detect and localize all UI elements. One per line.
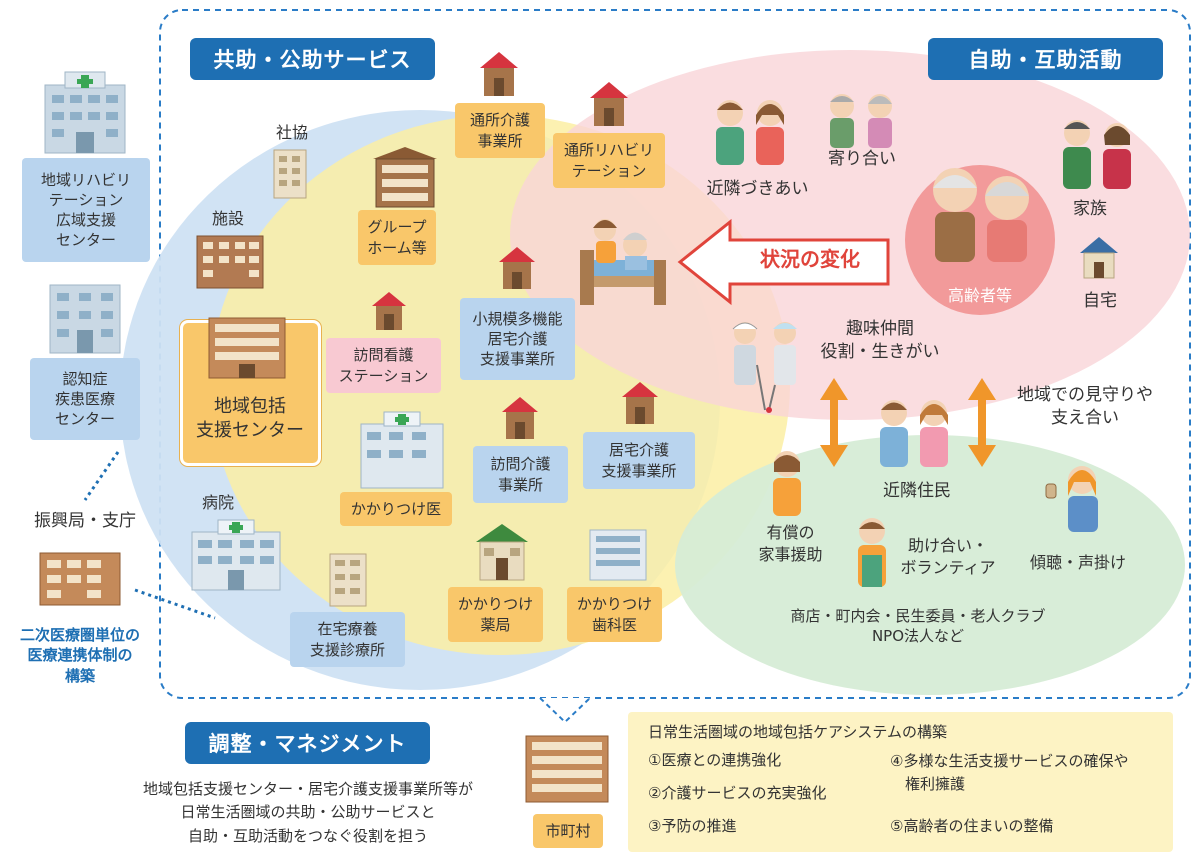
houkatsu-building-icon: [208, 317, 286, 379]
summary-panel: [628, 712, 1173, 852]
neighborhood-residents-illustration: [880, 400, 948, 467]
clinic-building-icon: [329, 553, 367, 607]
community-groups-label: 商店・町内会・民生委員・老人クラブ NPO法人など: [790, 607, 1046, 646]
circle-pink: [510, 50, 1190, 420]
header-kyojo: 共助・公助サービス: [190, 38, 435, 80]
kinrin-tsukiai-label: 近隣づきあい: [706, 179, 809, 199]
shika-box: かかりつけ 歯科医: [567, 587, 662, 642]
summary-item-2: ②介護サービスの充実強化: [648, 784, 827, 802]
shakyo-label: 社協: [275, 123, 308, 142]
hospital-label: 病院: [201, 493, 234, 512]
house-icon: [499, 247, 535, 289]
family-illustration: [1063, 120, 1131, 189]
house-icon: [622, 382, 658, 424]
yoriai-label: 寄り合い: [828, 149, 896, 169]
yakkyoku-box: かかりつけ 薬局: [448, 587, 543, 642]
shakyo-building-icon: [273, 149, 307, 199]
hospital-building-icon: [49, 284, 121, 354]
hobby-friends-illustration: [732, 322, 797, 413]
summary-item-1: ①医療との連携強化: [648, 751, 782, 769]
shokibo-box: 小規模多機能 居宅介護 支援事業所: [460, 298, 575, 380]
tsusho-kaigo-box: 通所介護 事業所: [455, 103, 545, 158]
change-label: 状況の変化: [760, 247, 860, 271]
listening-woman-illustration: [1045, 466, 1098, 532]
tsusho-rehab-box: 通所リハビリ テーション: [553, 133, 665, 188]
house-icon: [590, 82, 628, 126]
summary-item-5: ⑤高齢者の住まいの整備: [890, 817, 1054, 835]
houmon-kaigo-box: 訪問介護 事業所: [473, 446, 568, 503]
houkatsu-label: 地域包括 支援センター: [196, 396, 304, 442]
houkatsu-center-card: [180, 320, 321, 466]
dotted-connector: [134, 588, 216, 620]
summary-item-3: ③予防の推進: [648, 817, 737, 835]
koureisha-label: 高齢者等: [947, 286, 1012, 305]
dotted-connector: [83, 451, 120, 501]
shumi-label: 趣味仲間 役割・生きがい: [820, 319, 940, 362]
office-building-icon: [39, 552, 121, 606]
housework-helper-illustration: [773, 451, 801, 516]
mimamori-label: 地域での見守りや 支え合い: [1017, 385, 1153, 428]
facility-building-icon: [196, 235, 264, 289]
dental-building-icon: [589, 529, 647, 581]
change-arrow: [677, 218, 890, 306]
chosei-description: 地域包括支援センター・居宅介護支援事業所等が 日常生活圏域の共助・公助サービスと…: [142, 780, 473, 845]
circle-green: [675, 435, 1185, 695]
clinic-building-icon: [360, 411, 444, 489]
bed-care-illustration: [580, 219, 666, 305]
summary-title: 日常生活圏域の地域包括ケアシステムの構築: [648, 723, 947, 741]
home-house-icon: [1080, 237, 1118, 279]
tasukeai-label: 助け合い・ ボランティア: [900, 536, 996, 577]
house-icon: [372, 292, 406, 330]
kakaritsuke-box: かかりつけ医: [340, 492, 452, 526]
house-icon: [502, 397, 538, 439]
region-pointer: [539, 697, 591, 724]
neighbors-couple-illustration: [716, 100, 784, 165]
double-arrow-right: [968, 378, 996, 467]
yushou-label: 有償の 家事援助: [758, 523, 823, 564]
dementia-center-box: 認知症 疾患医療 センター: [30, 358, 140, 440]
header-chosei: 調整・マネジメント: [185, 722, 430, 764]
rehab-center-box: 地域リハビリ テーション 広域支援 センター: [22, 158, 150, 262]
secondary-medical-label: 二次医療圏単位の 医療連携体制の 構築: [19, 626, 140, 685]
house-icon: [480, 52, 518, 96]
kyotaku-box: 居宅介護 支援事業所: [583, 432, 695, 489]
shisetsu-label: 施設: [211, 209, 244, 228]
kinrin-jumin-label: 近隣住民: [883, 481, 951, 501]
hospital-building-icon: [191, 519, 281, 591]
group-home-building-icon: [373, 147, 437, 208]
shichoson-box: 市町村: [533, 814, 603, 848]
kazoku-label: 家族: [1073, 199, 1107, 219]
group-home-box: グループ ホーム等: [358, 210, 436, 265]
branch-label: 振興局・支庁: [34, 511, 136, 531]
municipal-building-icon: [525, 735, 609, 803]
houmon-kango-box: 訪問看護 ステーション: [326, 338, 441, 393]
pharmacy-building-icon: [476, 524, 528, 581]
volunteer-illustration: [858, 518, 886, 587]
hospital-building-icon: [44, 71, 126, 154]
elderly-couple-illustration: [933, 168, 1029, 262]
zaitaku-clinic-box: 在宅療養 支援診療所: [290, 612, 405, 667]
summary-item-4: ④多様な生活支援サービスの確保や 権利擁護: [890, 752, 1129, 794]
header-jijo: 自助・互助活動: [928, 38, 1163, 80]
jitaku-label: 自宅: [1083, 291, 1117, 311]
double-arrow-left: [820, 378, 848, 467]
gathering-elders-illustration: [830, 94, 892, 148]
keichou-label: 傾聴・声掛け: [1029, 553, 1126, 572]
